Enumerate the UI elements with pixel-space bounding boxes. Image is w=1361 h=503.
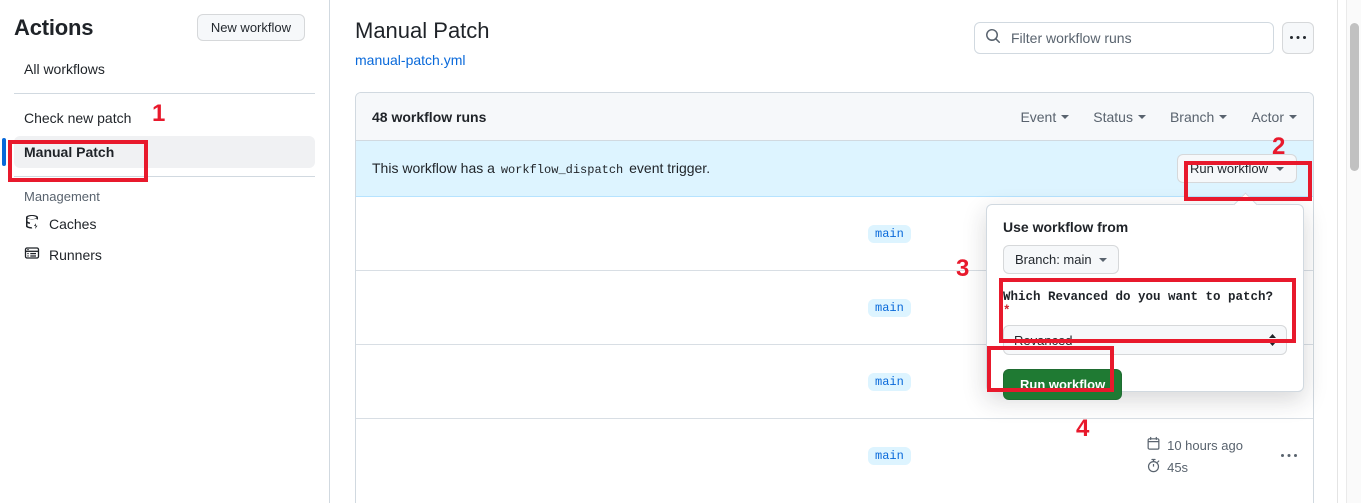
- filter-label: Status: [1093, 108, 1133, 125]
- stopwatch-icon: [1146, 458, 1161, 476]
- sidebar-item-caches[interactable]: Caches: [14, 208, 315, 239]
- use-workflow-from-label: Use workflow from: [1003, 219, 1129, 235]
- branch-select-label: Branch: main: [1015, 252, 1092, 267]
- search-box[interactable]: [974, 22, 1274, 54]
- sidebar-workflow-list: All workflows: [0, 53, 329, 85]
- sidebar-item-check-new-patch[interactable]: Check new patch: [14, 102, 315, 134]
- filter-event[interactable]: Event: [1020, 108, 1070, 125]
- chevron-down-icon: [1137, 114, 1146, 119]
- calendar-icon: [1146, 436, 1161, 454]
- runners-icon: [24, 245, 40, 264]
- workflow-title: Manual Patch: [355, 18, 490, 43]
- run-meta: 10 hours ago 45s: [1146, 436, 1243, 476]
- branch-badge[interactable]: main: [868, 298, 911, 317]
- sidebar-item-runners[interactable]: Runners: [14, 239, 315, 270]
- chevron-down-icon: [1276, 166, 1284, 171]
- chevron-down-icon: [1061, 114, 1070, 119]
- dispatch-text-after: event trigger.: [629, 160, 711, 177]
- workflow-runs-count: 48 workflow runs: [372, 108, 487, 125]
- filter-label: Branch: [1169, 108, 1215, 125]
- branch-select-button[interactable]: Branch: main: [1003, 245, 1119, 274]
- sidebar-item-label: Runners: [49, 246, 102, 263]
- dispatch-event-code: workflow_dispatch: [500, 163, 624, 178]
- search-icon: [985, 28, 1001, 49]
- header-actions: [974, 22, 1314, 54]
- cache-icon: [24, 214, 40, 233]
- workflow-dispatch-banner: This workflow has a workflow_dispatch ev…: [356, 141, 1313, 198]
- row-kebab-horizontal-icon[interactable]: [1281, 448, 1297, 464]
- run-duration: 45s: [1146, 458, 1243, 476]
- scrollbar-thumb[interactable]: [1350, 23, 1359, 171]
- dispatch-banner-text: This workflow has a workflow_dispatch ev…: [372, 160, 710, 177]
- filter-label: Actor: [1251, 108, 1284, 125]
- revanced-select-value: Revanced: [1014, 332, 1073, 348]
- dispatch-text-before: This workflow has a: [372, 160, 495, 177]
- new-workflow-button[interactable]: New workflow: [196, 14, 305, 41]
- sidebar-item-label: Manual Patch: [24, 144, 115, 160]
- kebab-horizontal-icon[interactable]: [1282, 22, 1314, 54]
- workflow-input-label-text: Which Revanced do you want to patch?: [1003, 290, 1274, 304]
- branch-badge[interactable]: main: [868, 372, 911, 391]
- filter-status[interactable]: Status: [1093, 109, 1146, 125]
- chevron-down-icon: [1098, 257, 1107, 262]
- revanced-select-wrap: Revanced: [1003, 325, 1287, 355]
- run-timestamp: 10 hours ago: [1146, 436, 1243, 454]
- content-edge-divider: [1337, 0, 1338, 503]
- run-workflow-dropdown-panel: Use workflow from Branch: main Which Rev…: [986, 204, 1304, 400]
- sidebar: Actions New workflow All workflows Check…: [0, 0, 330, 503]
- chevron-down-icon: [1219, 114, 1228, 119]
- main-header: Manual Patch manual-patch.yml: [355, 0, 1314, 70]
- sidebar-item-label: All workflows: [24, 61, 105, 77]
- filter-actor[interactable]: Actor: [1251, 109, 1297, 125]
- workflow-file-link[interactable]: manual-patch.yml: [355, 52, 466, 69]
- run-workflow-dropdown-button[interactable]: Run workflow: [1176, 154, 1297, 184]
- run-duration-label: 45s: [1167, 459, 1189, 475]
- filter-label: Event: [1020, 108, 1057, 125]
- branch-badge[interactable]: main: [868, 447, 911, 466]
- table-row[interactable]: main: [356, 197, 1313, 272]
- required-marker: *: [1003, 304, 1011, 318]
- search-input[interactable]: [1009, 29, 1263, 47]
- run-timestamp-label: 10 hours ago: [1167, 437, 1243, 453]
- sidebar-divider-2: [14, 176, 315, 177]
- branch-badge[interactable]: main: [868, 224, 911, 243]
- workflow-runs-header: 48 workflow runs Event Status Branch: [356, 93, 1313, 142]
- sidebar-item-label: Check new patch: [24, 110, 132, 126]
- sidebar-divider-1: [14, 93, 315, 94]
- page-scrollbar[interactable]: [1346, 0, 1361, 503]
- page-title: Actions: [14, 14, 94, 40]
- sidebar-header: Actions New workflow: [0, 0, 329, 53]
- sidebar-item-label: Caches: [49, 215, 97, 232]
- table-row[interactable]: main: [356, 271, 1313, 346]
- sidebar-named-workflows: Check new patch Manual Patch: [0, 102, 329, 168]
- run-workflow-submit-button[interactable]: Run workflow: [1003, 369, 1123, 400]
- table-row[interactable]: main 10 hours ago: [356, 419, 1313, 493]
- workflow-input-label: Which Revanced do you want to patch? *: [1003, 290, 1287, 318]
- revanced-select[interactable]: Revanced: [1003, 325, 1287, 355]
- sidebar-section-management: Management: [24, 189, 100, 204]
- sidebar-item-manual-patch[interactable]: Manual Patch: [2, 136, 315, 168]
- run-workflow-button-label: Run workflow: [1189, 161, 1268, 177]
- workflow-title-block: Manual Patch manual-patch.yml: [355, 18, 490, 70]
- chevron-down-icon: [1289, 114, 1297, 119]
- filter-branch[interactable]: Branch: [1169, 108, 1228, 125]
- filter-group: Event Status Branch Actor: [1020, 109, 1297, 125]
- sidebar-item-all-workflows[interactable]: All workflows: [14, 53, 315, 85]
